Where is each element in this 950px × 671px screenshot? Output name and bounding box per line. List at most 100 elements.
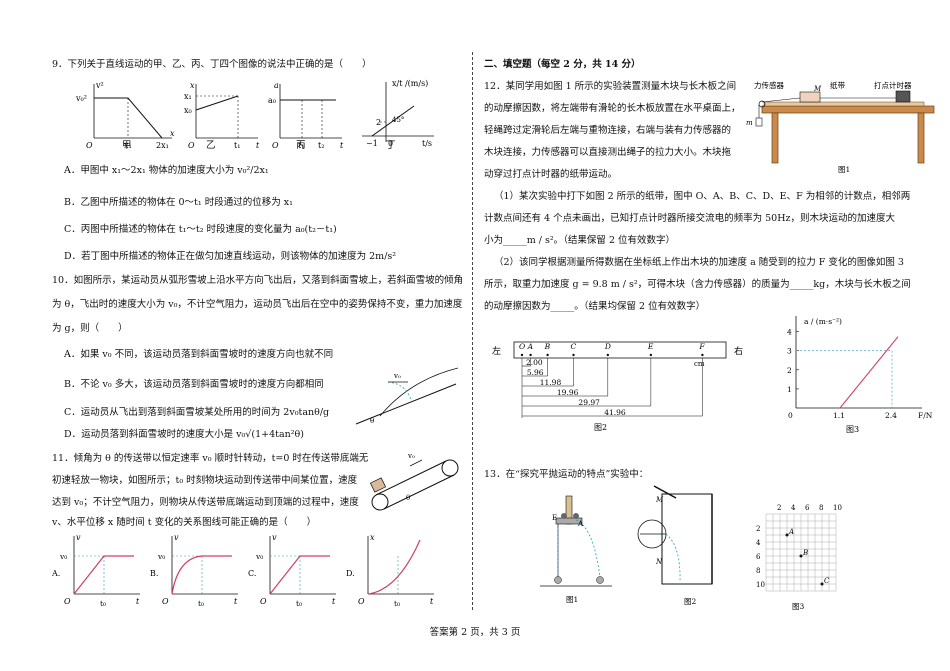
q10-stem-1: 10．如图所示，某运动员从弧形雪坡上沿水平方向飞出后，又落到斜面雪坡上，若斜面雪… bbox=[52, 275, 464, 286]
q12-fig1-timer: 打点计时器 bbox=[874, 80, 912, 90]
axis-x-label: t bbox=[332, 597, 336, 606]
q12-part1-line-3: 小为_____m / s²。（结果保留 2 位有效数字） bbox=[484, 235, 676, 246]
q13-fig2-caption: 图2 bbox=[684, 597, 696, 606]
af-ytick-label: 2 bbox=[787, 366, 792, 375]
grid-ytick: 6 bbox=[756, 553, 761, 561]
grid-point-B bbox=[799, 554, 803, 558]
q12-fig1-apparatus: 力传感器 纸带 打点计时器 M m 图1 bbox=[746, 80, 935, 174]
tape-left-label: 左 bbox=[492, 345, 501, 357]
q12-fig1-caption: 图1 bbox=[838, 165, 850, 174]
grid-xtick: 4 bbox=[791, 504, 796, 512]
q9g1-y0: v₀² bbox=[75, 94, 87, 103]
q11-option-label: A. bbox=[51, 569, 60, 578]
q12-line-2: 的动摩擦因数，将左端带有滑轮的长木板放置在水平桌面上， bbox=[484, 103, 741, 114]
grid-ytick: 8 bbox=[756, 567, 760, 575]
q9g4-yaxis: x/t /(m/s) bbox=[392, 79, 428, 88]
q11-fig-v0: v₀ bbox=[407, 452, 415, 460]
q9-option-b: B．乙图中所描述的物体在 0～t₁ 时段通过的位移为 x₁ bbox=[64, 197, 293, 208]
grid-ytick: 4 bbox=[756, 539, 761, 547]
axis-x-label: t bbox=[430, 597, 434, 606]
grid-point-label: C bbox=[824, 577, 830, 585]
grid-point-label: A bbox=[788, 528, 794, 536]
q12-part2-line-3: 的动摩擦因数为_____。（结果均保留 2 位有效数字） bbox=[484, 301, 706, 312]
q9g2-xaxis: t bbox=[256, 141, 260, 150]
q12-line-1: 12．某同学用如图 1 所示的实验装置测量木块与长木板之间 bbox=[484, 81, 737, 92]
origin-label: O bbox=[260, 597, 267, 606]
q9g3-y0: a₀ bbox=[268, 96, 276, 105]
q13-fig1-E: E bbox=[552, 514, 557, 522]
q9g1-yaxis: v² bbox=[95, 81, 104, 90]
q13-fig2-N: N bbox=[655, 558, 663, 566]
q9g2-origin: O bbox=[188, 141, 195, 150]
q9g4-angle: 45° bbox=[392, 116, 404, 124]
t0-label: t₀ bbox=[100, 599, 106, 608]
tape-unit: cm bbox=[694, 360, 705, 368]
tape-right-label: 右 bbox=[734, 345, 743, 357]
q9-option-d: D．若丁图中所描述的物体正在做匀加速直线运动，则该物体的加速度为 2m/s² bbox=[64, 251, 397, 262]
tape-dot-O bbox=[520, 353, 524, 357]
af-ytick-label: 4 bbox=[787, 328, 792, 337]
q9g4-origin: 0 bbox=[388, 139, 393, 148]
q10-option-c: C．运动员从飞出到落到斜面雪坡某处所用的时间为 2v₀tanθ/g bbox=[64, 407, 330, 418]
tape-strip bbox=[513, 341, 727, 359]
q9g3-xtick2: t₂ bbox=[318, 141, 324, 150]
q11-stem-1: 11．倾角为 θ 的传送带以恒定速率 v₀ 顺时针转动，t=0 时在传送带底端无 bbox=[52, 453, 369, 464]
q12-fig1-sensor: 力传感器 bbox=[754, 80, 784, 90]
q13-stem: 13．在“探究平抛运动的特点”实验中： bbox=[484, 469, 649, 480]
grid-ytick: 2 bbox=[756, 525, 760, 533]
axis-y-label: v bbox=[76, 533, 81, 542]
af-xlabel: F/N bbox=[918, 411, 933, 420]
q9g1-xtick1: x₁ bbox=[124, 141, 132, 150]
q13-fig1-caption: 图1 bbox=[566, 595, 578, 604]
q9g3-yaxis: a bbox=[274, 81, 279, 90]
q9-stem: 9．下列关于直线运动的甲、乙、丙、丁四个图像的说法中正确的是（ ） bbox=[52, 59, 372, 70]
af-line bbox=[839, 336, 899, 409]
t0-label: t₀ bbox=[198, 599, 204, 608]
v0-label: v₀ bbox=[255, 552, 263, 561]
af-xtick-label: 2.4 bbox=[885, 411, 897, 420]
grid-ytick: 10 bbox=[756, 581, 765, 589]
af-ytick-label: 3 bbox=[787, 347, 792, 356]
grid-point-label: B bbox=[802, 549, 808, 557]
q9g3-origin: O bbox=[272, 141, 279, 150]
tape-point-O: O bbox=[519, 342, 525, 351]
grid-xtick: 2 bbox=[777, 504, 781, 512]
grid-caption: 图3 bbox=[792, 602, 804, 611]
af-ytick-label: 1 bbox=[787, 385, 792, 394]
tape-caption: 图2 bbox=[594, 423, 607, 432]
q11-option-label: B. bbox=[150, 569, 158, 578]
tape-point-F: F bbox=[698, 342, 705, 351]
v0-label: v₀ bbox=[59, 552, 67, 561]
q12-fig1-m: m bbox=[746, 119, 753, 127]
tape-point-A: A bbox=[527, 342, 534, 351]
tape-distance: 11.98 bbox=[540, 378, 562, 387]
origin-label: O bbox=[162, 597, 169, 606]
q13-fig2: M N 图2 bbox=[637, 485, 713, 606]
q12-line-3: 轻绳跨过定滑轮后左端与重物连接，右端与装有力传感器的 bbox=[484, 125, 732, 136]
q12-line-4: 木块连接，力传感器可以直接测出绳子的拉力大小。木块拖 bbox=[484, 147, 732, 158]
q9g3-xaxis: t bbox=[340, 141, 344, 150]
q11-curve bbox=[73, 555, 134, 595]
q9g1-xaxis: x bbox=[170, 129, 175, 138]
t0-label: t₀ bbox=[394, 599, 400, 608]
section-2-title: 二、填空题（每空 2 分，共 14 分） bbox=[484, 59, 641, 70]
af-ylabel: a / (m·s⁻²) bbox=[804, 317, 842, 326]
q10-option-d: D．运动员落到斜面雪坡时的速度大小是 v₀√(1+4tan²θ) bbox=[64, 429, 304, 440]
q10-stem-2: 为 θ，飞出时的速度大小为 v₀，不计空气阻力，运动员飞出后在空中的姿势保持不变… bbox=[52, 299, 463, 310]
tape-point-B: B bbox=[544, 342, 551, 351]
q11-curve bbox=[171, 555, 232, 595]
tape-dot-B bbox=[546, 353, 549, 357]
q9g1-xtick2: 2x₁ bbox=[156, 141, 169, 150]
q12-part2-line-1: （2）该同学根据测量所得数据在坐标纸上作出木块的加速度 a 随受到的拉力 F 变… bbox=[494, 257, 904, 268]
tape-dot-C bbox=[572, 353, 575, 357]
tape-point-E: E bbox=[647, 342, 654, 351]
q9g4-yval: 2 bbox=[376, 118, 381, 127]
q9g3-xtick1: t₁ bbox=[298, 141, 304, 150]
q12-fig1-paper: 纸带 bbox=[830, 80, 845, 90]
q9g1-origin: O bbox=[86, 141, 93, 150]
origin-label: O bbox=[358, 597, 365, 606]
